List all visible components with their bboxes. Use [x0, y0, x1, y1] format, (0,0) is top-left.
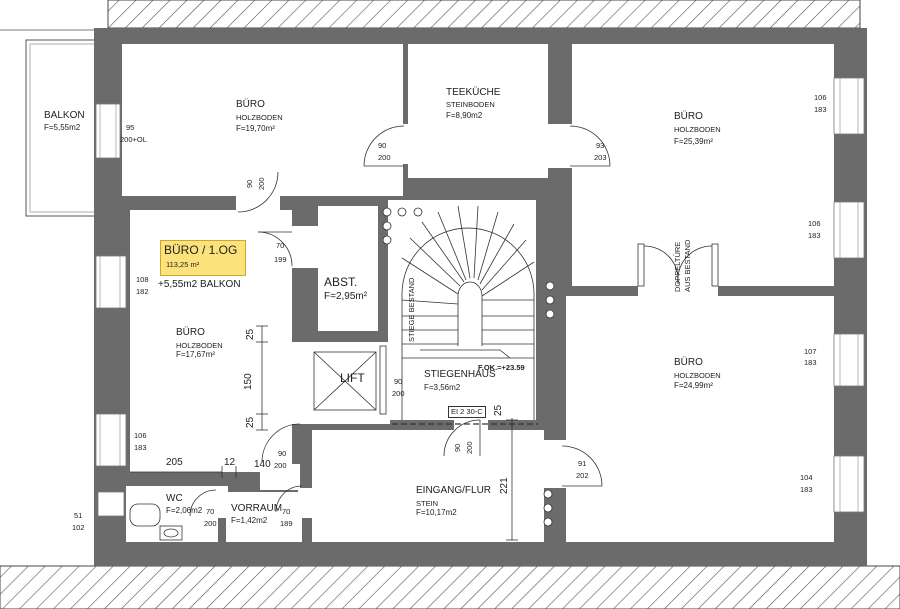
opening-95-h: 200+OL — [120, 135, 147, 144]
neighbour-building-top — [107, 0, 861, 29]
opening-106a-h: 183 — [814, 105, 827, 114]
room-area-stiegenhaus: F=3,56m2 — [424, 383, 461, 392]
room-floor-buero-se: HOLZBODEN — [674, 371, 721, 380]
opening-104-w: 104 — [800, 473, 813, 482]
opening-90a-h: 200 — [378, 153, 391, 162]
dim-140: 140 — [254, 459, 271, 470]
opening-90a-w: 90 — [378, 141, 387, 150]
room-name-buero-nw: BÜRO — [236, 99, 265, 110]
room-name-abst: ABST. — [324, 275, 358, 289]
staircase — [401, 205, 535, 420]
door-openings — [200, 124, 718, 518]
stair-label: STIEGE BESTAND — [407, 277, 416, 342]
room-name-buero-w: BÜRO — [176, 327, 205, 338]
dim-25-top: 25 — [245, 328, 256, 340]
balcony-outline — [25, 39, 101, 217]
stair-level: F.OK.=+23.59 — [478, 363, 525, 372]
opening-90c-w: 90 — [394, 377, 403, 386]
room-name-wc: WC — [166, 493, 183, 504]
opening-90d-h: 200 — [274, 461, 287, 470]
opening-70b-w: 70 — [206, 507, 215, 516]
opening-95-w: 95 — [126, 123, 135, 132]
room-name-stiegenhaus: STIEGENHAUS — [424, 369, 496, 380]
room-area-vorraum: F=1,42m2 — [231, 516, 268, 525]
room-area-balkon: F=5,55m2 — [44, 123, 81, 132]
room-area-buero-w: F=17,67m² — [176, 350, 215, 359]
room-name-buero-ne: BÜRO — [674, 111, 703, 122]
opening-91-h: 202 — [576, 471, 589, 480]
opening-90c-h: 200 — [392, 389, 405, 398]
room-area-wc: F=2,06m2 — [166, 506, 203, 515]
opening-107-w: 107 — [804, 347, 817, 356]
column-dots — [382, 207, 555, 527]
room-floor-buero-nw: HOLZBODEN — [236, 113, 283, 122]
opening-106c-w: 106 — [134, 431, 147, 440]
fire-rating-label: EI 2 30-C — [448, 406, 486, 418]
room-area-buero-nw: F=19,70m² — [236, 124, 275, 133]
opening-106b-h: 183 — [808, 231, 821, 240]
opening-91-w: 91 — [578, 459, 587, 468]
opening-106b-w: 106 — [808, 219, 821, 228]
dim-150: 150 — [243, 373, 254, 390]
room-floor-eingang: STEIN — [416, 499, 439, 508]
opening-108-w: 108 — [136, 275, 149, 284]
opening-70a-w: 70 — [276, 241, 285, 250]
opening-90d-w: 90 — [278, 449, 287, 458]
opening-106c-h: 183 — [134, 443, 147, 452]
room-name-lift: LIFT — [340, 371, 365, 385]
opening-107-h: 183 — [804, 358, 817, 367]
opening-51-w: 51 — [74, 511, 83, 520]
dim-12: 12 — [224, 457, 236, 468]
room-name-vorraum: VORRAUM — [231, 503, 283, 514]
room-floor-buero-w: HOLZBODEN — [176, 341, 223, 350]
room-name-teekueche: TEEKÜCHE — [446, 87, 501, 98]
room-floor-teekueche: STEINBODEN — [446, 100, 495, 109]
room-name-buero-se: BÜRO — [674, 357, 703, 368]
opening-93-w: 93 — [596, 141, 605, 150]
opening-90b-h: 200 — [257, 177, 266, 190]
room-floor-buero-ne: HOLZBODEN — [674, 125, 721, 134]
wc-fixtures — [129, 503, 183, 541]
opening-70b-h: 200 — [204, 519, 217, 528]
room-area-buero-ne: F=25,39m² — [674, 137, 713, 146]
opening-70c-h: 189 — [280, 519, 293, 528]
room-name-balkon: BALKON — [44, 110, 85, 121]
room-area-buero-se: F=24,99m² — [674, 381, 713, 390]
dim-25-bottom: 25 — [245, 416, 256, 428]
unit-highlight — [160, 240, 246, 276]
room-name-eingang: EINGANG/FLUR — [416, 485, 492, 496]
lift-shaft — [313, 345, 387, 415]
opening-70a-h: 199 — [274, 255, 287, 264]
double-door-line2: AUS BESTAND — [683, 239, 692, 292]
room-area-teekueche: F=8,90m2 — [446, 111, 483, 120]
opening-90e-h: 200 — [465, 441, 474, 454]
unit-area: 113,25 m² — [166, 260, 200, 269]
room-area-abst: F=2,95m² — [324, 291, 368, 302]
opening-90b-w: 90 — [245, 179, 254, 188]
neighbour-building-bottom — [0, 565, 900, 609]
unit-title: BÜRO / 1.OG — [164, 243, 238, 257]
opening-93-h: 203 — [594, 153, 607, 162]
unit-balcony: +5,55m2 BALKON — [158, 279, 241, 290]
opening-108-h: 182 — [136, 287, 149, 296]
door-swings — [189, 125, 719, 517]
opening-70c-w: 70 — [282, 507, 291, 516]
double-door-line1: DOPPELTÜRE — [673, 241, 682, 292]
room-area-eingang: F=10,17m2 — [416, 508, 457, 517]
dim-205: 205 — [166, 457, 183, 468]
opening-104-h: 183 — [800, 485, 813, 494]
opening-106a-w: 106 — [814, 93, 827, 102]
dim-25-stair: 25 — [493, 404, 504, 416]
opening-51-h: 102 — [72, 523, 85, 532]
window-lines — [99, 78, 859, 512]
dim-221: 221 — [499, 477, 510, 494]
opening-90e-w: 90 — [453, 443, 462, 452]
dimension-lines — [130, 325, 518, 541]
